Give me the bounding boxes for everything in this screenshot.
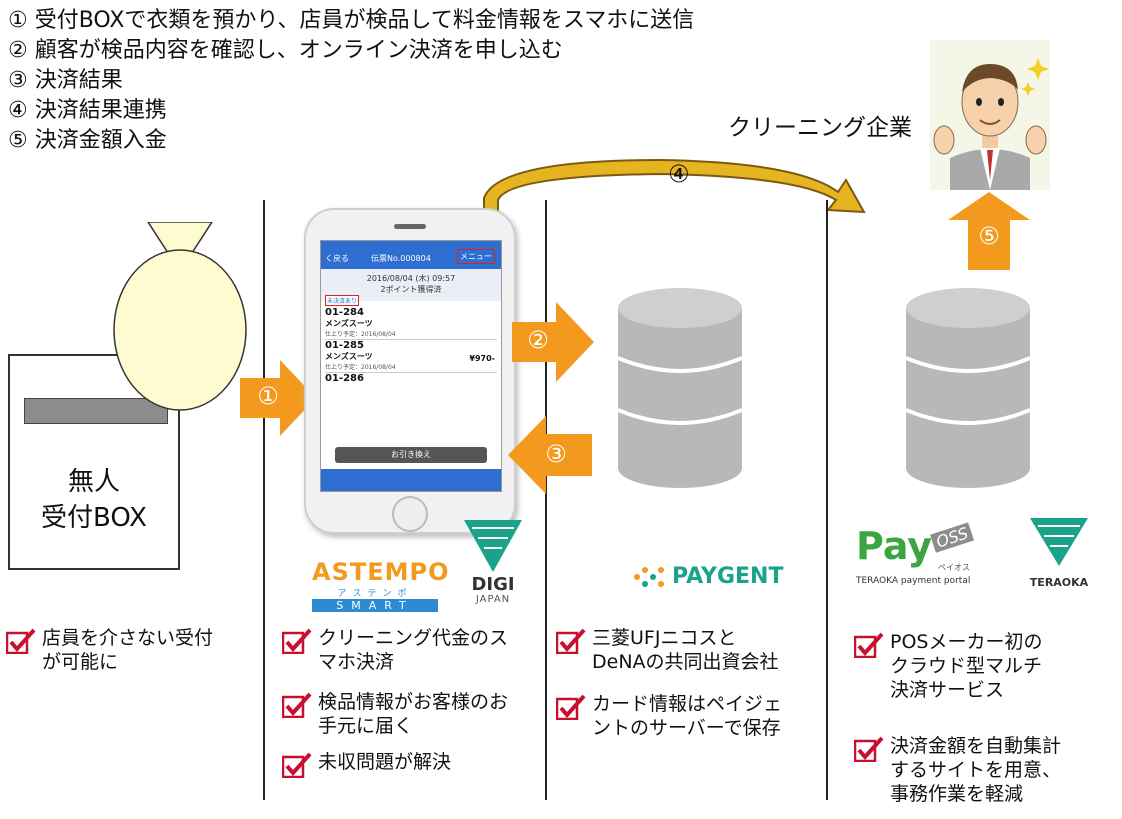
check-item: クリーニング代金のス マホ決済 bbox=[282, 626, 508, 674]
item-due: 仕上り予定：2016/08/04 bbox=[325, 331, 396, 338]
date-line: 2016/08/04 (木) 09:57 bbox=[366, 274, 456, 283]
box-slot bbox=[24, 398, 168, 424]
check-text: 検品情報がお客様のお 手元に届く bbox=[318, 691, 509, 737]
phone-screen: く戻る 伝票No.000804 メニュー 2016/08/04 (木) 09:5… bbox=[320, 240, 502, 492]
check-item: 検品情報がお客様のお 手元に届く bbox=[282, 690, 508, 738]
box-label-line2: 受付BOX bbox=[41, 503, 147, 533]
unpaid-tag: 未決済あり bbox=[325, 295, 360, 306]
legend-item-5: ⑤ 決済金額入金 bbox=[8, 128, 167, 153]
points-line: 2ポイント獲得済 bbox=[380, 285, 442, 294]
list-item[interactable]: 01-285 メンズスーツ 仕上り予定：2016/08/04 ¥970- bbox=[325, 340, 497, 373]
column-divider-3 bbox=[826, 200, 828, 800]
laundry-bag-illustration bbox=[110, 221, 250, 412]
checkbox-check-icon bbox=[854, 736, 884, 762]
digi-name: DIGI bbox=[471, 574, 515, 595]
box-label-line1: 無人 bbox=[67, 467, 120, 497]
arrow-4-label: ④ bbox=[668, 160, 690, 188]
payoss-database-icon bbox=[905, 288, 1031, 492]
payoss-oss: OSS bbox=[930, 522, 975, 553]
legend-item-4: ④ 決済結果連携 bbox=[8, 98, 167, 123]
checkbox-check-icon bbox=[282, 692, 312, 718]
checkbox-check-icon bbox=[556, 694, 586, 720]
item-id: 01-285 bbox=[325, 340, 364, 351]
checkbox-check-icon bbox=[282, 628, 312, 654]
businessman-illustration bbox=[930, 40, 1050, 190]
checkbox-check-icon bbox=[854, 632, 884, 658]
smartphone: く戻る 伝票No.000804 メニュー 2016/08/04 (木) 09:5… bbox=[304, 208, 516, 534]
check-text: 店員を介さない受付 が可能に bbox=[42, 627, 214, 673]
digi-japan-logo: DIGI JAPAN bbox=[464, 520, 522, 605]
arrow-5-label: ⑤ bbox=[978, 222, 1000, 250]
cleaning-company-label: クリーニング企業 bbox=[728, 115, 912, 141]
menu-button[interactable]: メニュー bbox=[457, 249, 495, 264]
column-divider-1 bbox=[263, 200, 265, 800]
astempo-kana: アステンポ bbox=[337, 589, 413, 599]
check-text: POSメーカー初の クラウド型マルチ 決済サービス bbox=[890, 631, 1043, 701]
paygent-logo: PAYGENT bbox=[632, 564, 783, 589]
item-id: 01-284 bbox=[325, 307, 364, 318]
check-item: カード情報はペイジェ ントのサーバーで保存 bbox=[556, 692, 782, 740]
item-name: メンズスーツ bbox=[325, 352, 373, 361]
item-id: 01-286 bbox=[325, 373, 364, 384]
check-item: 決済金額を自動集計 するサイトを用意、 事務作業を軽減 bbox=[854, 734, 1061, 806]
check-text: 三菱UFJニコスと DeNAの共同出資会社 bbox=[592, 627, 779, 673]
list-item[interactable]: 01-286 bbox=[325, 373, 497, 387]
app-header-title: 伝票No.000804 bbox=[371, 254, 431, 263]
paygent-dots-icon bbox=[634, 566, 664, 587]
payoss-pay: Pay bbox=[856, 524, 933, 568]
item-price: ¥970- bbox=[469, 354, 495, 363]
checkbox-check-icon bbox=[556, 628, 586, 654]
teraoka-logo: TERAOKA bbox=[1024, 518, 1094, 589]
column-divider-2 bbox=[545, 200, 547, 800]
payoss-subtitle: TERAOKA payment portal bbox=[856, 576, 971, 586]
astempo-logo: ASTEMPO アステンポ SMART bbox=[312, 558, 450, 612]
unmanned-box: 無人 受付BOX bbox=[8, 354, 180, 570]
check-item: 未収問題が解決 bbox=[282, 750, 451, 778]
check-text: 決済金額を自動集計 するサイトを用意、 事務作業を軽減 bbox=[890, 735, 1062, 805]
arrow-1-label: ① bbox=[257, 382, 279, 410]
home-button[interactable] bbox=[392, 496, 428, 532]
arrow-4-curved bbox=[478, 150, 878, 220]
exchange-button[interactable]: お引き換え bbox=[335, 447, 487, 463]
back-link[interactable]: く戻る bbox=[325, 254, 349, 263]
phone-speaker bbox=[394, 224, 426, 229]
check-text: クリーニング代金のス マホ決済 bbox=[318, 627, 509, 673]
app-tab-bar bbox=[321, 469, 501, 491]
check-item: 店員を介さない受付 が可能に bbox=[6, 626, 213, 674]
list-item[interactable]: 01-284 メンズスーツ 仕上り予定：2016/08/04 bbox=[325, 307, 497, 340]
paygent-database-icon bbox=[617, 288, 743, 492]
payoss-logo: Pay OSS ペイオス TERAOKA payment portal bbox=[856, 518, 996, 592]
astempo-smart: SMART bbox=[312, 599, 438, 612]
checkbox-check-icon bbox=[282, 752, 312, 778]
arrow-2-label: ② bbox=[527, 326, 549, 354]
payoss-kana: ペイオス bbox=[938, 563, 970, 572]
check-item: POSメーカー初の クラウド型マルチ 決済サービス bbox=[854, 630, 1042, 702]
arrow-5-up bbox=[948, 192, 1030, 270]
legend-item-3: ③ 決済結果 bbox=[8, 68, 123, 93]
teraoka-wordmark: TERAOKA bbox=[1029, 576, 1089, 589]
item-name: メンズスーツ bbox=[325, 319, 373, 328]
box-label: 無人 受付BOX bbox=[10, 464, 178, 536]
arrow-1 bbox=[240, 360, 316, 436]
paygent-wordmark: PAYGENT bbox=[672, 564, 784, 589]
digi-mark-icon bbox=[464, 520, 522, 572]
digi-sub: JAPAN bbox=[475, 594, 511, 605]
arrow-3-label: ③ bbox=[545, 440, 567, 468]
arrow-2 bbox=[512, 302, 594, 382]
astempo-wordmark: ASTEMPO bbox=[312, 558, 450, 586]
checkbox-check-icon bbox=[6, 628, 36, 654]
legend-item-1: ① 受付BOXで衣類を預かり、店員が検品して料金情報をスマホに送信 bbox=[8, 8, 695, 33]
legend-item-2: ② 顧客が検品内容を確認し、オンライン決済を申し込む bbox=[8, 38, 563, 63]
arrow-3 bbox=[508, 416, 592, 494]
item-list: 01-284 メンズスーツ 仕上り予定：2016/08/04 01-285 メン… bbox=[325, 307, 497, 387]
check-item: 三菱UFJニコスと DeNAの共同出資会社 bbox=[556, 626, 779, 674]
check-text: カード情報はペイジェ ントのサーバーで保存 bbox=[592, 693, 783, 739]
check-text: 未収問題が解決 bbox=[318, 751, 452, 773]
item-due: 仕上り予定：2016/08/04 bbox=[325, 364, 396, 371]
teraoka-mark-icon bbox=[1030, 518, 1088, 566]
app-header: く戻る 伝票No.000804 メニュー bbox=[321, 241, 501, 269]
